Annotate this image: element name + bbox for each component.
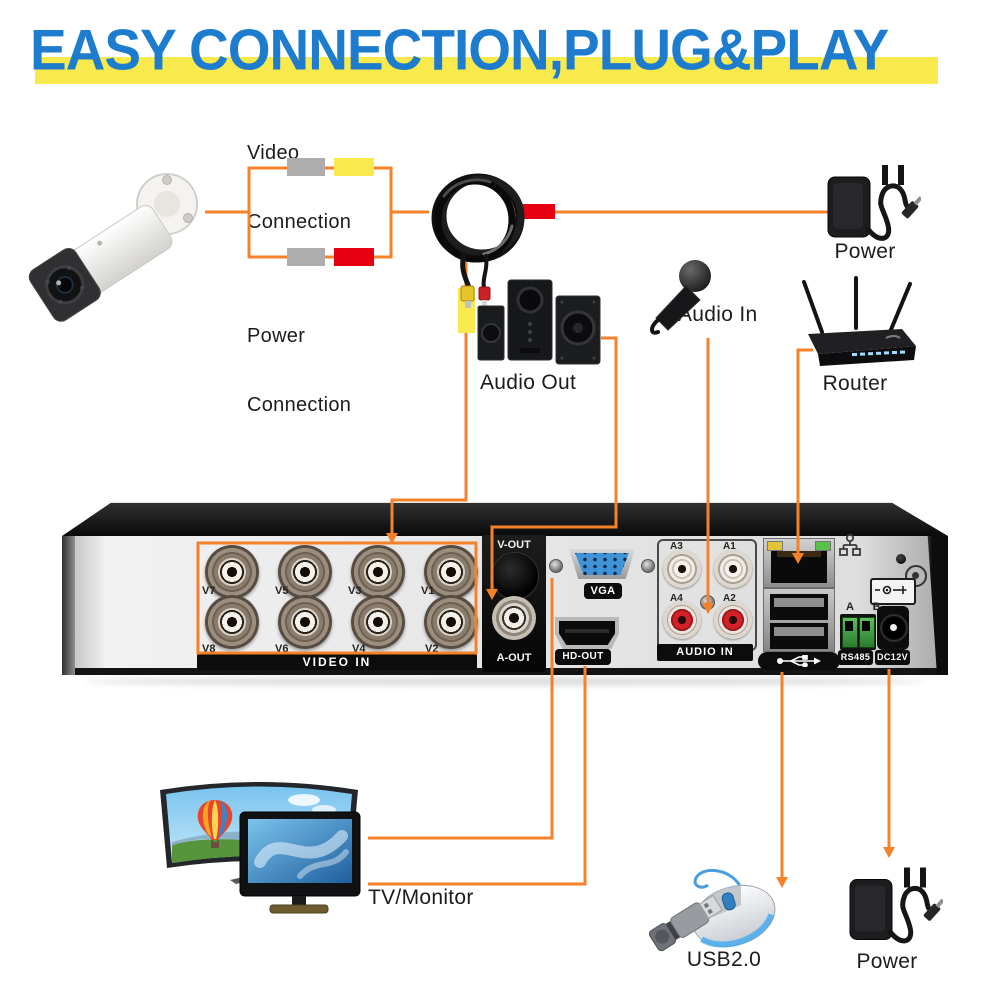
bnc-cable-coil-image [431, 173, 525, 308]
speakers-image [477, 279, 601, 365]
vout-aout-panel: V-OUT A-OUT [482, 535, 546, 672]
page-title: EASY CONNECTION,PLUG&PLAY [30, 17, 889, 83]
video-in-strip: VIDEO IN [197, 654, 477, 670]
rs485-terminal [840, 614, 876, 650]
power-gray-connector [287, 248, 325, 266]
power-adapter-bottom-image [849, 867, 943, 944]
dc12v-label: DC12V [875, 650, 910, 665]
port-label-a4: A4 [670, 593, 683, 604]
a-out-label: A-OUT [496, 652, 532, 664]
port-label-a3: A3 [670, 541, 683, 552]
bnc-port-v1 [424, 545, 478, 599]
video-yellow-connector [334, 158, 374, 176]
power-bottom-label: Power [856, 950, 918, 973]
power-input-icon [905, 565, 927, 587]
usb-port-2 [770, 623, 828, 649]
microphone-image [650, 260, 711, 335]
usb-label: USB2.0 [686, 948, 762, 971]
security-camera-image [28, 173, 198, 322]
a-out-socket [492, 596, 536, 640]
audio-in-label: Audio In [678, 303, 758, 326]
vga-pins [575, 553, 629, 575]
bnc-port-v2 [424, 595, 478, 649]
panel-screw-hole [896, 554, 906, 564]
dc-power-jack [877, 606, 909, 650]
usb-strip [758, 652, 840, 670]
dvr-left-edge [62, 536, 75, 675]
inline-red-connector [520, 204, 555, 219]
flash-drive-graphic [648, 894, 723, 952]
rca-port-a2 [714, 601, 752, 639]
dvr-top-lid [62, 502, 948, 536]
port-label-v3: V3 [348, 585, 362, 597]
port-label-v1: V1 [421, 585, 435, 597]
rca-port-a3 [663, 550, 701, 588]
bnc-port-v7 [205, 545, 259, 599]
dvr-shadow [85, 677, 925, 686]
rca-port-a1 [714, 550, 752, 588]
router-label: Router [822, 372, 888, 395]
network-icon [839, 533, 861, 556]
audio-out-label: Audio Out [480, 371, 577, 394]
vga-screw-left [549, 559, 563, 573]
port-label-a1: A1 [723, 541, 736, 552]
bnc-port-v6 [278, 595, 332, 649]
arrowheads [386, 533, 895, 888]
bnc-port-v3 [351, 545, 405, 599]
ethernet-led-yellow [767, 541, 783, 551]
tv-monitor-label: TV/Monitor [368, 886, 474, 909]
tv-monitor-image [160, 782, 361, 914]
usb-ports [763, 588, 835, 652]
power-top-label: Power [834, 240, 896, 263]
video-gray-connector [287, 158, 325, 176]
usb-trident-icon [776, 654, 821, 668]
dc-polarity-icon [870, 578, 916, 605]
rs485-label: RS485 [838, 650, 873, 665]
usb-mouse-image [648, 869, 776, 952]
ab-terminal-label: A B [846, 601, 889, 613]
audio-in-strip: AUDIO IN [657, 644, 753, 661]
router-image [802, 276, 916, 366]
vga-screw-right [641, 559, 655, 573]
power-connection-label: Power Connection [247, 325, 352, 416]
monitor-graphic [239, 811, 361, 914]
port-label-v5: V5 [275, 585, 289, 597]
hdmi-port-inner [559, 621, 615, 645]
hdmi-port [555, 617, 619, 649]
vga-label: VGA [584, 583, 622, 599]
v-out-label: V-OUT [497, 539, 531, 551]
bnc-port-v8 [205, 595, 259, 649]
hd-out-label: HD-OUT [555, 649, 611, 665]
bnc-port-v5 [278, 545, 332, 599]
video-connection-label: Video Connection [247, 142, 352, 233]
vga-port [569, 549, 635, 579]
bnc-port-v4 [351, 595, 405, 649]
ethernet-led-green [815, 541, 831, 551]
rca-port-a4 [663, 601, 701, 639]
title-highlight-band [35, 57, 938, 84]
port-label-a2: A2 [723, 593, 736, 604]
power-red-connector [334, 248, 374, 266]
usb-port-1 [770, 594, 828, 620]
port-label-v7: V7 [202, 585, 216, 597]
balloon-graphic [197, 800, 233, 848]
power-adapter-top-image [827, 165, 921, 241]
